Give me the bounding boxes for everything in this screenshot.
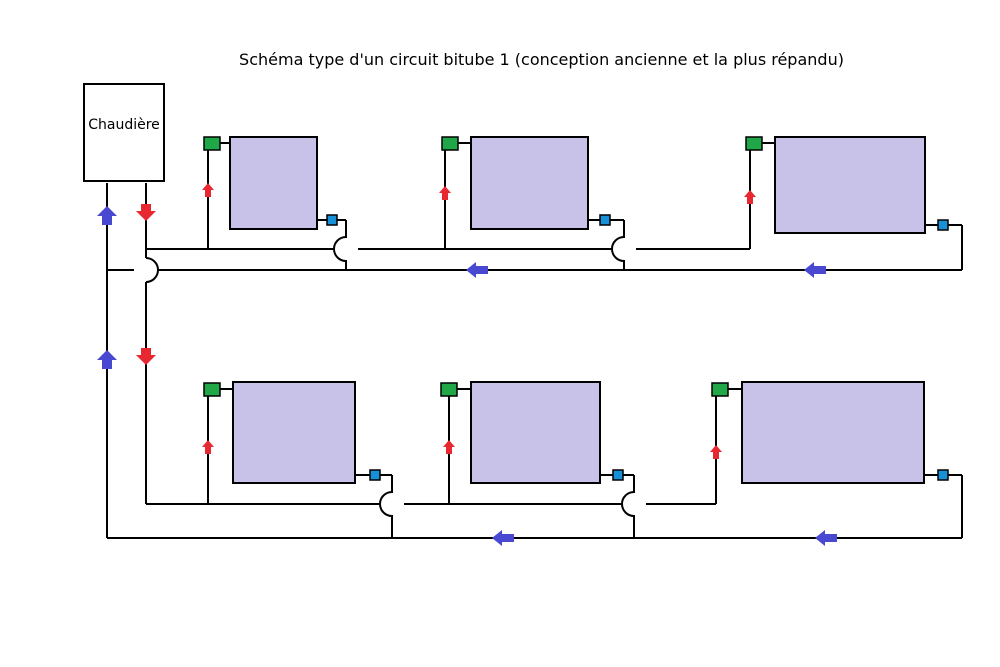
boiler: Chaudière — [83, 83, 165, 182]
red-arrow-up-icon — [710, 445, 722, 459]
lower-r2-return-v — [621, 475, 635, 538]
green-valve-icon — [440, 382, 458, 397]
blue-arrow-left-icon — [804, 262, 826, 278]
radiator — [470, 381, 601, 484]
blue-valve-icon — [369, 469, 381, 481]
red-arrow-up-icon — [202, 440, 214, 454]
diagram-title: Schéma type d'un circuit bitube 1 (conce… — [239, 50, 844, 69]
green-valve-icon — [711, 382, 729, 397]
blue-arrow-left-icon — [466, 262, 488, 278]
green-valve-icon — [745, 136, 763, 151]
red-arrow-up-icon — [439, 186, 451, 200]
upper-r1-return-v — [333, 220, 347, 270]
red-arrow-down-icon — [136, 204, 156, 221]
blue-valve-icon — [599, 214, 611, 226]
green-valve-icon — [203, 136, 221, 151]
boiler-label: Chaudière — [88, 117, 160, 133]
radiator — [470, 136, 589, 230]
blue-arrow-up-icon — [97, 350, 117, 369]
blue-arrow-left-icon — [815, 530, 837, 546]
red-arrow-up-icon — [443, 440, 455, 454]
blue-valve-icon — [612, 469, 624, 481]
green-valve-icon — [203, 382, 221, 397]
flow-arrows — [97, 183, 837, 546]
lower-r1-return-v — [379, 475, 393, 538]
blue-valve-icon — [937, 219, 949, 231]
radiator — [774, 136, 926, 234]
green-valve-icon — [441, 136, 459, 151]
blue-arrow-up-icon — [97, 206, 117, 225]
supply-valves — [203, 136, 763, 397]
radiator — [232, 381, 356, 484]
return-valves — [326, 214, 949, 481]
blue-valve-icon — [326, 214, 338, 226]
radiator — [741, 381, 925, 484]
blue-arrow-left-icon — [492, 530, 514, 546]
radiators — [229, 136, 926, 484]
red-arrow-down-icon — [136, 348, 156, 365]
red-arrow-up-icon — [744, 190, 756, 204]
upper-r2-return-v — [611, 220, 625, 270]
red-arrow-up-icon — [202, 183, 214, 197]
radiator — [229, 136, 318, 230]
crossover-hop — [145, 257, 159, 283]
blue-valve-icon — [937, 469, 949, 481]
